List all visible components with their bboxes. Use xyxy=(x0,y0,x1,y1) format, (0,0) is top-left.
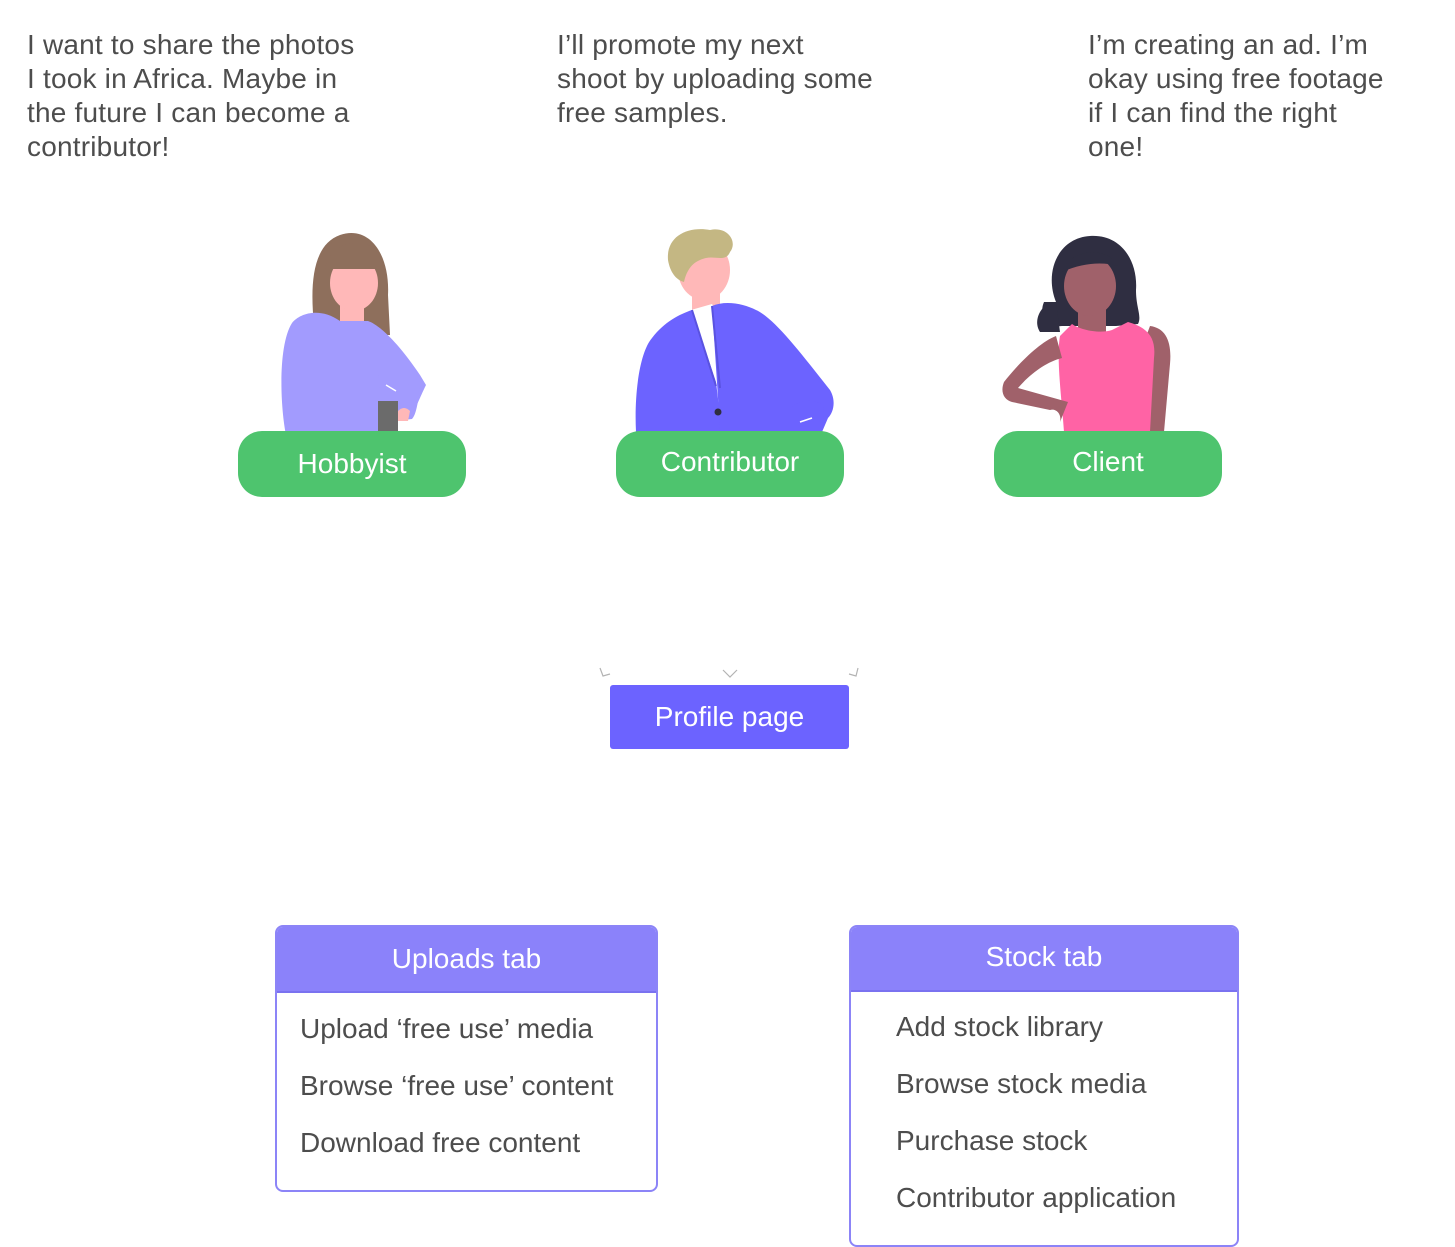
profile-page-button[interactable]: Profile page xyxy=(610,685,849,749)
contributor-quote: I’ll promote my next shoot by uploading … xyxy=(557,29,873,128)
arrowhead-right-icon xyxy=(848,667,859,677)
stock-tab-header[interactable]: Stock tab xyxy=(851,927,1237,992)
arrowhead-left-icon xyxy=(599,667,611,677)
uploads-tab-card: Uploads tab Upload ‘free use’ media Brow… xyxy=(275,925,658,1192)
uploads-item-upload-free-use[interactable]: Upload ‘free use’ media xyxy=(300,1013,594,1044)
stock-tab-card: Stock tab Add stock library Browse stock… xyxy=(849,925,1239,1247)
uploads-tab-list: Upload ‘free use’ media Browse ‘free use… xyxy=(277,993,656,1176)
stock-item-add-library[interactable]: Add stock library xyxy=(896,1011,1103,1042)
contributor-avatar-icon xyxy=(635,229,834,432)
client-persona-button[interactable]: Client xyxy=(994,431,1222,497)
hobbyist-persona-button[interactable]: Hobbyist xyxy=(238,431,466,497)
stock-item-purchase[interactable]: Purchase stock xyxy=(896,1125,1088,1156)
uploads-item-browse-free-use[interactable]: Browse ‘free use’ content xyxy=(300,1070,614,1101)
uploads-tab-header[interactable]: Uploads tab xyxy=(277,927,656,993)
client-quote: I’m creating an ad. I’m okay using free … xyxy=(1088,29,1384,162)
arrowhead-center-icon xyxy=(722,669,738,678)
hobbyist-avatar-icon xyxy=(281,233,426,435)
client-avatar-icon xyxy=(1002,235,1171,432)
uploads-item-download-free[interactable]: Download free content xyxy=(300,1127,581,1158)
stock-tab-list: Add stock library Browse stock media Pur… xyxy=(851,992,1237,1232)
stock-item-browse-media[interactable]: Browse stock media xyxy=(896,1068,1147,1099)
contributor-persona-button[interactable]: Contributor xyxy=(616,431,844,497)
hobbyist-quote: I want to share the photos I took in Afr… xyxy=(27,29,355,162)
stock-item-contributor-application[interactable]: Contributor application xyxy=(896,1182,1177,1213)
